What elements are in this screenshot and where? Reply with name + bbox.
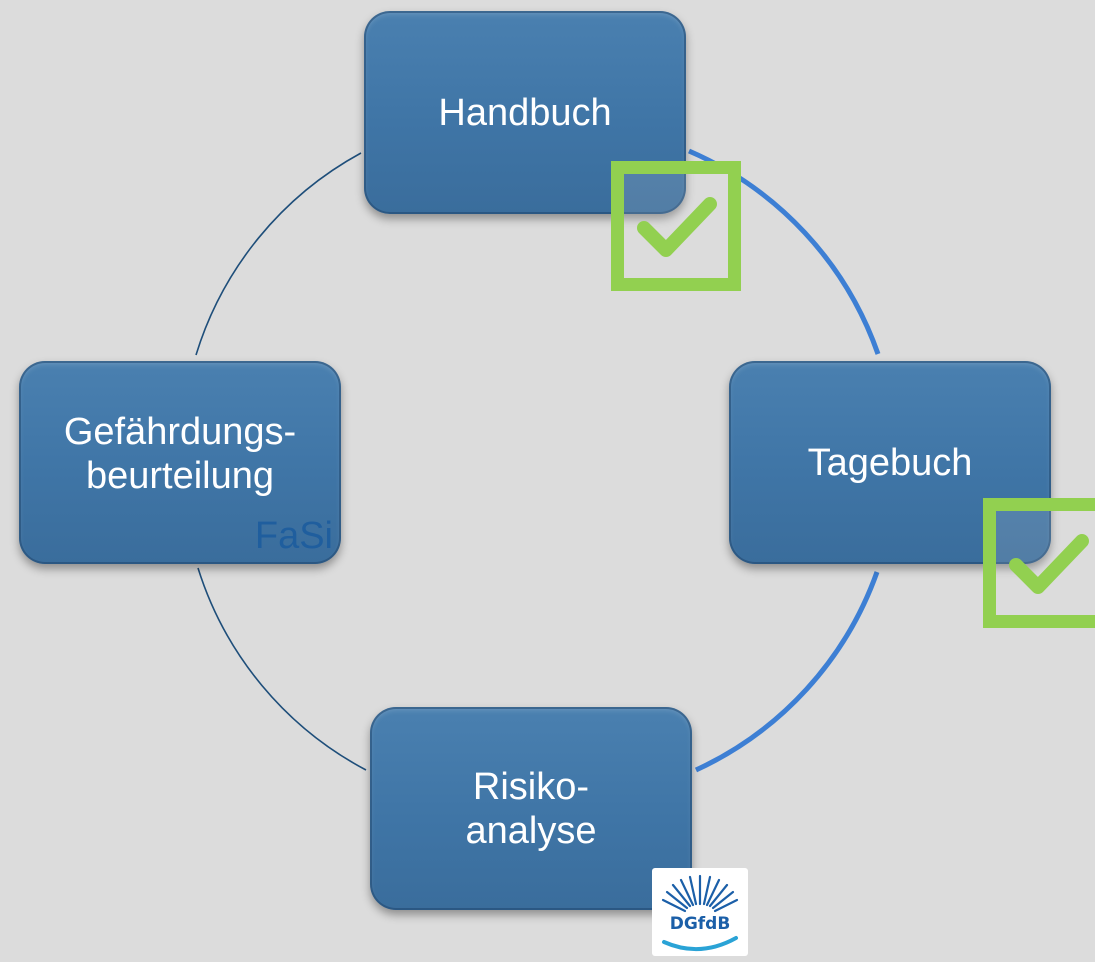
arc-tagebuch-to-risiko bbox=[694, 571, 880, 773]
node-handbuch: Handbuch bbox=[364, 11, 686, 214]
arc-gefaehrdung-to-risiko bbox=[197, 567, 367, 771]
node-gefaehrdungsbeurteilung: Gefährdungs- beurteilung FaSi bbox=[19, 361, 341, 564]
arc-handbuch-to-gefaehrdung bbox=[195, 152, 362, 356]
tagebuch-check-box bbox=[983, 498, 1095, 628]
handbuch-check-box bbox=[611, 161, 741, 291]
sun-rays-icon bbox=[661, 874, 739, 952]
node-handbuch-label: Handbuch bbox=[438, 91, 612, 134]
node-risikoanalyse: Risiko- analyse bbox=[370, 707, 692, 910]
fasi-tag: FaSi bbox=[254, 515, 333, 557]
dgfdb-logo-text: DGfdB bbox=[669, 914, 731, 934]
node-tagebuch-label: Tagebuch bbox=[807, 441, 973, 484]
dgfdb-logo: DGfdB bbox=[652, 868, 748, 956]
node-gefaehrdungsbeurteilung-label: Gefährdungs- beurteilung bbox=[63, 410, 297, 497]
node-tagebuch: Tagebuch bbox=[729, 361, 1051, 564]
checkmark-icon bbox=[637, 197, 717, 257]
node-risikoanalyse-label: Risiko- analyse bbox=[465, 765, 597, 852]
checkmark-icon bbox=[1009, 534, 1089, 594]
wave-icon bbox=[662, 936, 738, 952]
